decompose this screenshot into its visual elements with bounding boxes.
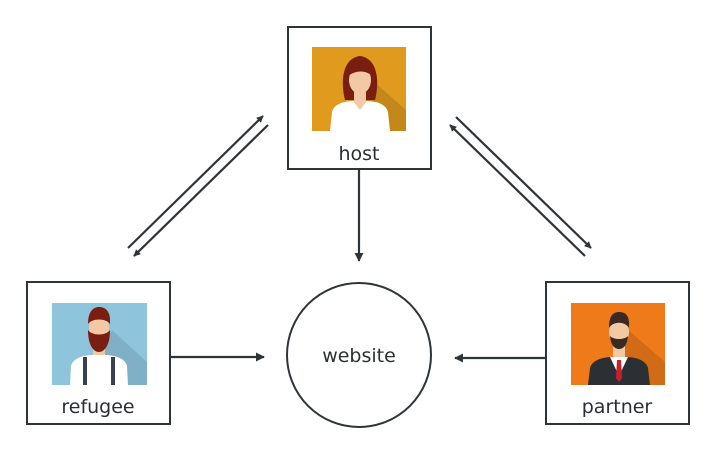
refugee-node: refugee <box>26 281 171 425</box>
website-node: website <box>286 282 432 428</box>
arrow-host-to-refugee <box>133 124 269 257</box>
partner-label: partner <box>582 396 653 418</box>
website-label: website <box>322 345 396 367</box>
partner-node: partner <box>545 281 690 425</box>
website-circle <box>286 282 432 428</box>
host-node: host <box>287 26 432 170</box>
businessman-avatar-icon <box>571 303 665 385</box>
arrow-refugee-to-host <box>127 115 264 249</box>
arrow-partner-to-host <box>449 124 586 257</box>
refugee-label: refugee <box>61 396 134 418</box>
host-label: host <box>338 143 379 165</box>
woman-avatar-icon <box>312 47 406 131</box>
bearded-man-avatar-icon <box>52 303 147 385</box>
arrow-host-to-partner <box>455 116 592 249</box>
